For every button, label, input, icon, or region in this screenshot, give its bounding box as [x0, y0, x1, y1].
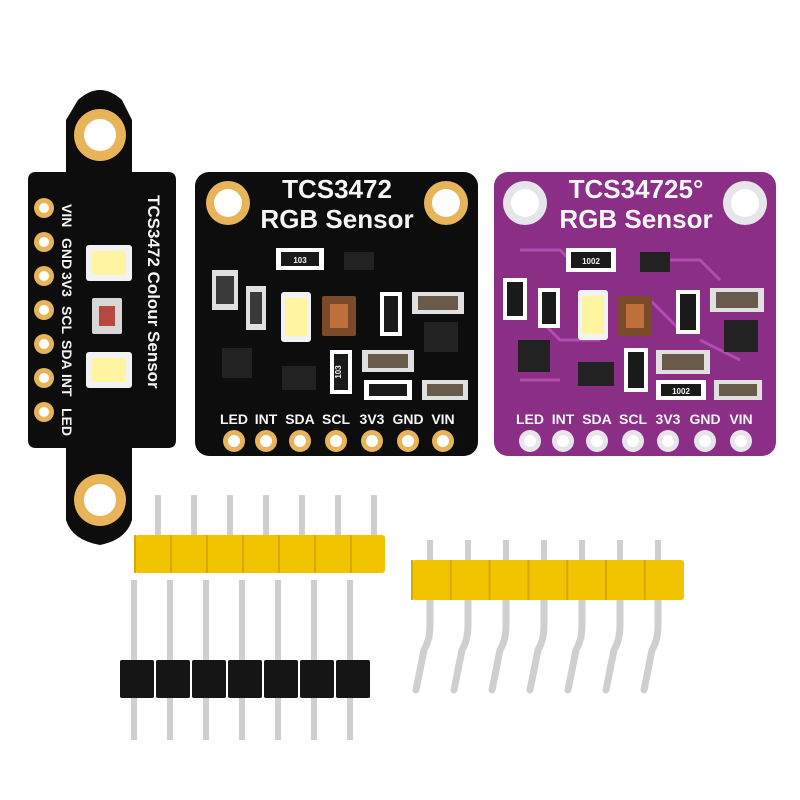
- yellow-spacer: [135, 535, 385, 573]
- pin-label: LED: [516, 411, 544, 427]
- black-spacer: [300, 660, 334, 698]
- header-pin: [579, 540, 585, 570]
- black-spacer: [336, 660, 370, 698]
- pin-label: SCL: [619, 411, 647, 427]
- svg-text:103: 103: [334, 365, 343, 379]
- header-pin: [227, 495, 233, 540]
- header-pin: [503, 540, 509, 570]
- transistor: [640, 252, 670, 272]
- long-pin-label: SCL: [59, 306, 75, 334]
- yellow-spacer: [412, 560, 684, 600]
- header-pin: [299, 495, 305, 540]
- header-pin: [602, 596, 624, 694]
- pin-label: GND: [689, 411, 720, 427]
- header-pin: [427, 540, 433, 570]
- pin-label: 3V3: [656, 411, 681, 427]
- header-pin: [488, 596, 510, 694]
- right-angle-pin-header: [411, 540, 684, 694]
- long-sensor-board: VIN GND 3V3 SCL SDA INT LED TCS3472 Colo…: [28, 90, 176, 545]
- header-pin: [263, 495, 269, 540]
- black-spacer: [192, 660, 226, 698]
- long-pin-label: GND: [59, 238, 75, 269]
- long-board-pin-pads: [34, 198, 54, 422]
- header-pin: [465, 540, 471, 570]
- header-pin: [335, 495, 341, 540]
- header-pin: [564, 596, 586, 694]
- header-pin: [640, 596, 662, 694]
- long-board-title: TCS3472 Colour Sensor: [144, 195, 163, 389]
- black-board-pin-pads: [223, 430, 454, 452]
- svg-text:1002: 1002: [582, 257, 600, 266]
- black-rgb-sensor-board: TCS3472 RGB Sensor 103 103 LED INT: [195, 172, 478, 456]
- long-pin-label: SDA: [59, 340, 75, 370]
- pin-label: INT: [255, 411, 278, 427]
- pin-label: SDA: [285, 411, 315, 427]
- black-board-title-line2: RGB Sensor: [260, 204, 413, 234]
- regulator: [424, 322, 458, 352]
- black-board-title-line1: TCS3472: [282, 174, 392, 204]
- pin-label: SDA: [582, 411, 612, 427]
- straight-pin-header: [120, 495, 385, 740]
- long-pin-label: VIN: [59, 204, 75, 227]
- header-pin: [371, 495, 377, 540]
- long-pin-label: LED: [59, 408, 75, 436]
- regulator: [724, 320, 758, 352]
- header-pin: [450, 596, 472, 694]
- svg-text:103: 103: [293, 256, 307, 265]
- svg-text:1002: 1002: [672, 387, 690, 396]
- purple-board-title-line2: RGB Sensor: [559, 204, 712, 234]
- long-pin-label: INT: [59, 374, 75, 397]
- purple-rgb-sensor-board: TCS34725° RGB Sensor 1002 1002 LED INT S: [494, 172, 776, 456]
- pin-label: VIN: [729, 411, 752, 427]
- header-pin: [617, 540, 623, 570]
- long-pin-label: 3V3: [59, 272, 75, 297]
- header-pin: [655, 540, 661, 570]
- transistor: [578, 362, 614, 386]
- pin-label: GND: [392, 411, 423, 427]
- header-pin: [541, 540, 547, 570]
- black-spacer: [120, 660, 154, 698]
- pin-label: LED: [220, 411, 248, 427]
- header-pin: [191, 495, 197, 540]
- purple-board-pin-pads: [519, 430, 752, 452]
- header-pin: [155, 495, 161, 540]
- purple-board-title-line1: TCS34725°: [569, 174, 704, 204]
- transistor: [282, 366, 316, 390]
- pin-label: VIN: [431, 411, 454, 427]
- transistor: [344, 252, 374, 270]
- pin-label: INT: [552, 411, 575, 427]
- black-spacer: [156, 660, 190, 698]
- header-pin: [526, 596, 548, 694]
- black-spacer: [264, 660, 298, 698]
- transistor: [518, 340, 550, 372]
- pin-label: 3V3: [360, 411, 385, 427]
- pin-label: SCL: [322, 411, 350, 427]
- black-spacer: [228, 660, 262, 698]
- header-pin: [412, 596, 434, 694]
- transistor: [222, 348, 252, 378]
